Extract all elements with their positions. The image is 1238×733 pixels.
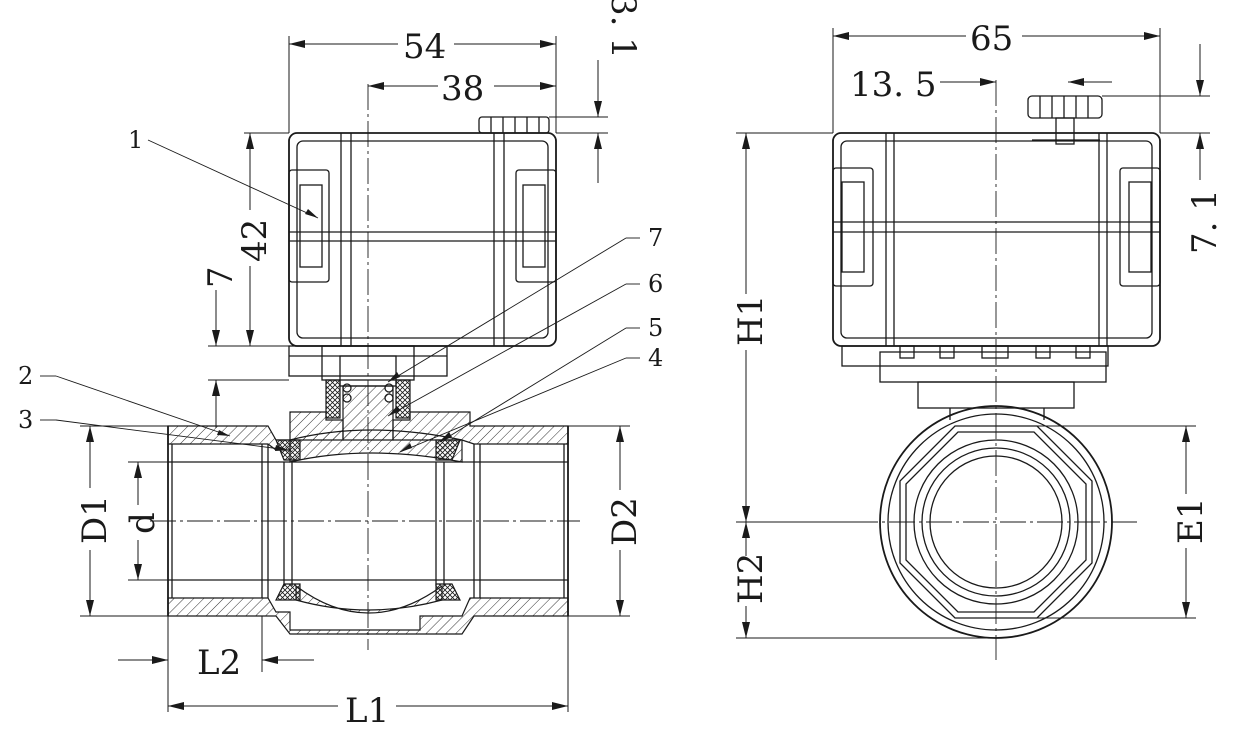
callout-3: 3	[18, 406, 33, 434]
side-actuator-housing	[832, 95, 1161, 347]
dim-d: d	[123, 461, 168, 581]
callout-6: 6	[648, 270, 663, 298]
dim-13-5: 13. 5	[850, 65, 1112, 105]
dim-l1: L1	[168, 616, 569, 731]
dim-7-1-label: 7. 1	[1185, 189, 1225, 254]
dim-h2-label: H2	[731, 553, 771, 604]
dim-38: 38	[368, 69, 556, 109]
front-body-upper	[167, 411, 569, 463]
dim-54: 54	[288, 27, 557, 133]
dim-h1: H1	[731, 132, 852, 523]
dim-e1: E1	[996, 425, 1211, 619]
dim-d2: D2	[568, 425, 645, 617]
callout-4: 4	[648, 344, 663, 372]
callout-2: 2	[18, 362, 33, 390]
dim-42: 42	[235, 132, 289, 347]
dim-3-1: 3. 1	[549, 0, 643, 183]
dim-38-label: 38	[441, 69, 484, 109]
side-view: 65 13. 5 7. 1 H1	[731, 18, 1225, 660]
dim-54-label: 54	[403, 27, 446, 67]
front-seats	[275, 439, 461, 601]
front-view: 1 2 3 4 5 6 7 54 38	[18, 0, 663, 731]
dim-3-1-label: 3. 1	[603, 0, 643, 59]
dim-65: 65	[832, 18, 1161, 133]
dim-l2-label: L2	[197, 643, 241, 683]
callout-1: 1	[128, 126, 143, 154]
front-actuator-housing	[288, 116, 557, 347]
dim-7-left: 7	[201, 266, 289, 428]
dim-d1: D1	[75, 425, 168, 617]
dim-42-label: 42	[235, 219, 275, 262]
dim-7-left-label: 7	[201, 266, 241, 288]
dim-d-label: d	[123, 512, 163, 534]
dim-l2: L2	[118, 616, 314, 712]
dim-d1-label: D1	[75, 495, 115, 544]
dim-h1-label: H1	[731, 295, 771, 346]
dim-7-1: 7. 1	[1102, 44, 1225, 254]
callout-5: 5	[648, 314, 663, 342]
dim-l1-label: L1	[345, 691, 389, 731]
dim-13-5-label: 13. 5	[850, 65, 937, 105]
dim-d2-label: D2	[605, 497, 645, 546]
front-callout-leaders	[40, 139, 640, 453]
dim-65-label: 65	[970, 19, 1013, 59]
dim-h2: H2	[731, 522, 996, 639]
side-bracket	[841, 345, 1109, 420]
callout-7: 7	[648, 224, 663, 252]
dim-e1-label: E1	[1171, 498, 1211, 544]
